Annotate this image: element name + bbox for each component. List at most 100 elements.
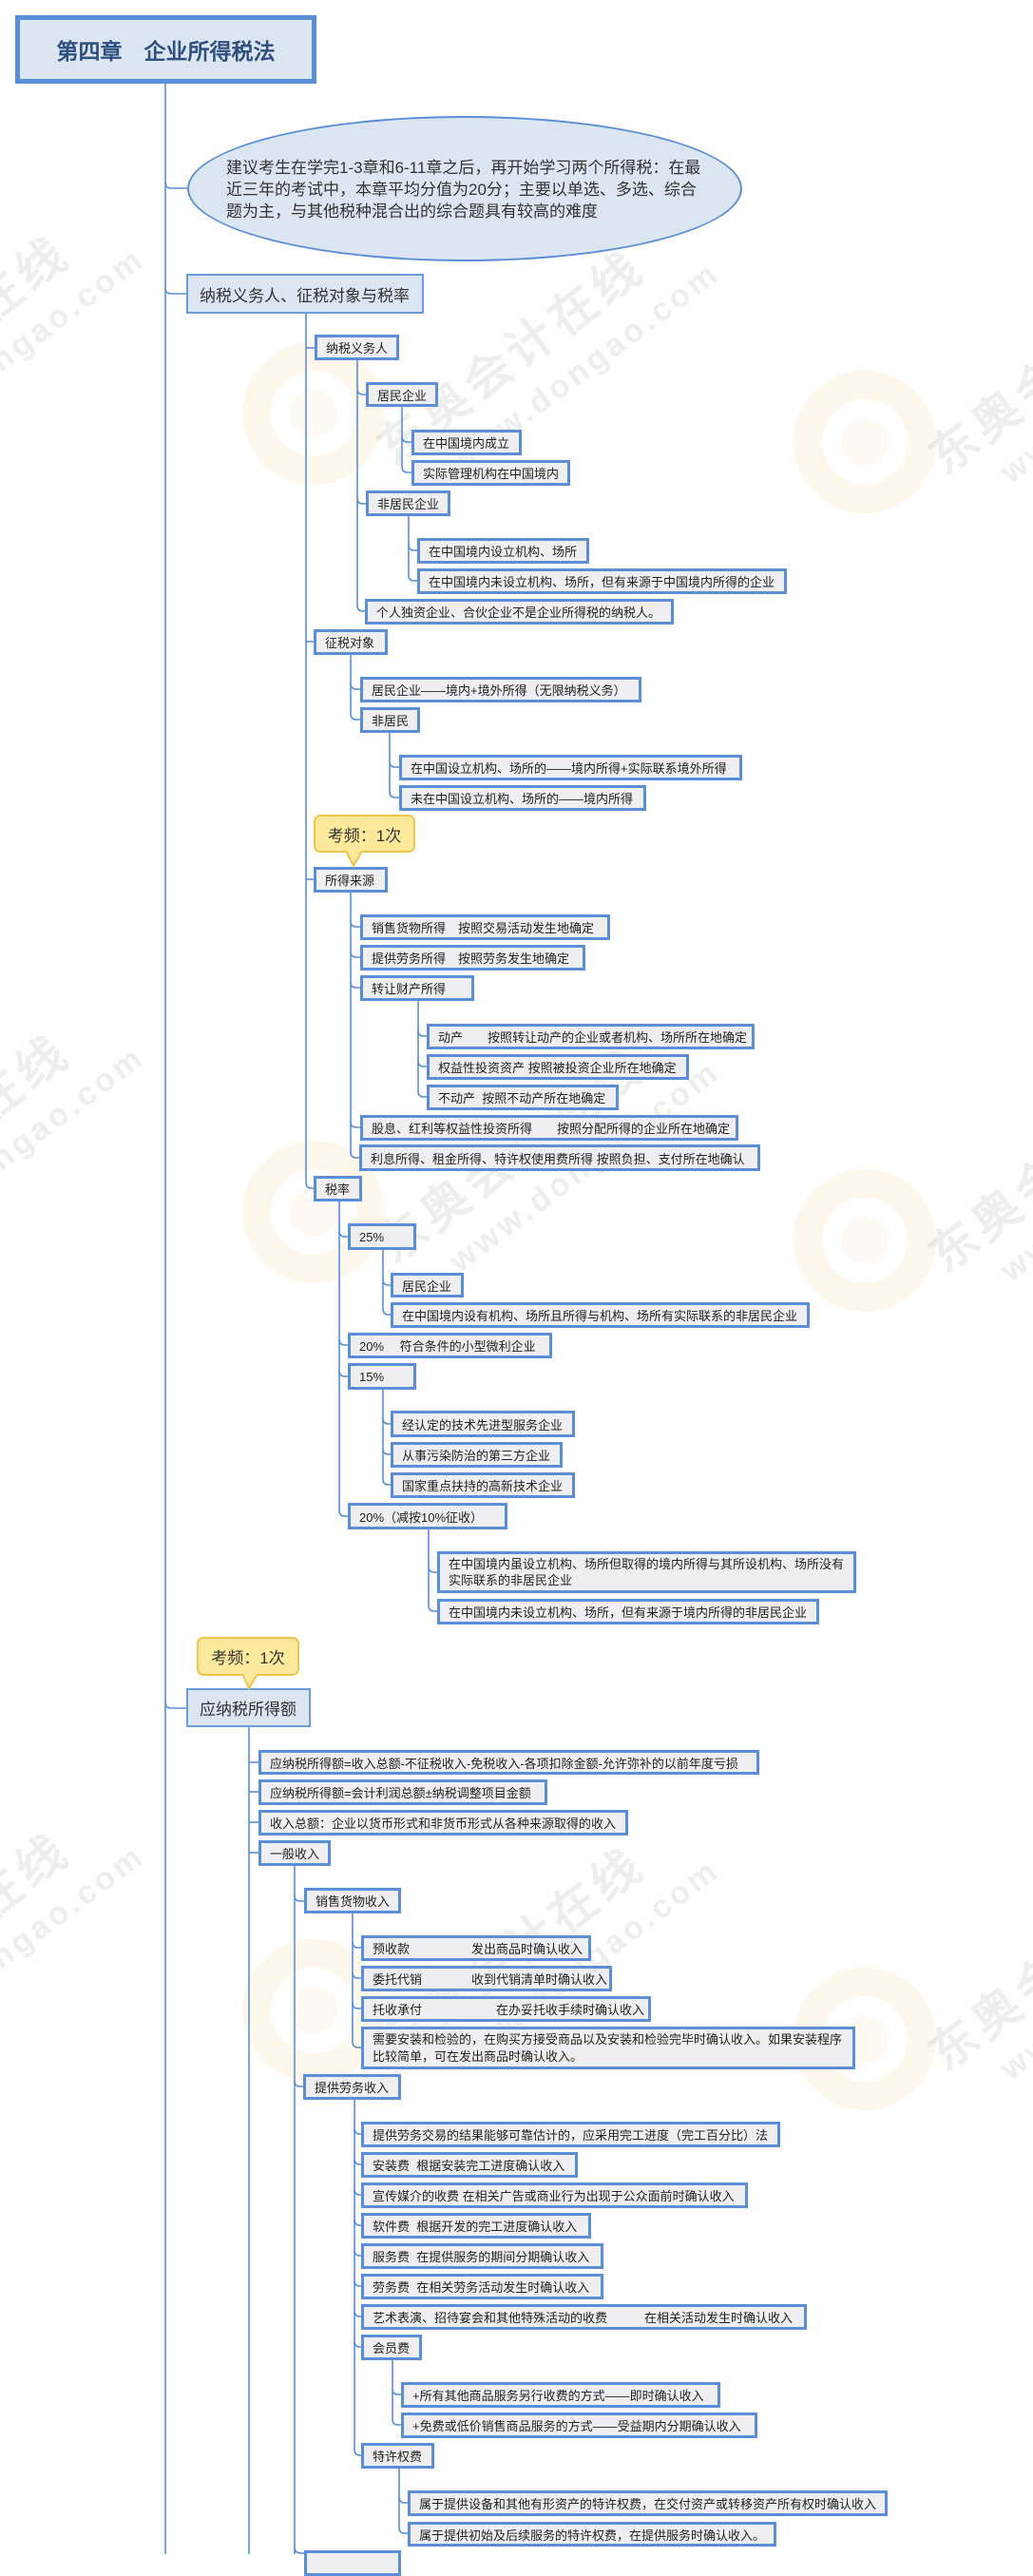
node-label: +免费或低价销售商品服务的方式——受益期内分期确认收入 <box>412 2419 741 2433</box>
node-non-resident-enterprise: 非居民企业 <box>366 490 450 516</box>
node-resident-enterprise: 居民企业 <box>366 382 438 407</box>
node-label: 股息、红利等权益性投资所得 按照分配所得的企业所在地确定 <box>372 1122 731 1136</box>
node-label: 纳税义务人、征税对象与税率 <box>200 286 410 305</box>
node-formula: 应纳税所得额=收入总额-不征税收入-免税收入-各项扣除金额-允许弥补的以前年度亏… <box>258 1750 759 1775</box>
node-label: 在中国境内虽设立机构、场所但取得的境内所得与其所设机构、场所没有实际联系的非居民… <box>449 1556 845 1588</box>
node-label: 销售货物所得 按照交易活动发生地确定 <box>372 921 595 935</box>
node-rate-20-reduced: 20%（减按10%征收） <box>348 1503 507 1529</box>
node-rate-15: 15% <box>348 1363 416 1390</box>
node-label: 纳税义务人 <box>326 341 389 356</box>
node-label: 应纳税所得额=收入总额-不征税收入-免税收入-各项扣除金额-允许弥补的以前年度亏… <box>270 1756 738 1771</box>
node-label: 不动产 按照不动产所在地确定 <box>438 1091 606 1105</box>
node-label: 预收款 发出商品时确认收入 <box>373 1942 583 1956</box>
node-label: 提供劳务收入 <box>315 2081 390 2095</box>
badge-label: 考频：1次 <box>327 826 402 845</box>
intro-note-text: 建议考生在学完1-3章和6-11章之后，再开始学习两个所得税：在最近三年的考试中… <box>226 159 701 221</box>
node-income-source: 所得来源 <box>314 867 388 893</box>
node-label: 个人独资企业、合伙企业不是企业所得税的纳税人。 <box>376 606 661 620</box>
node-label: 利息所得、租金所得、特许权使用费所得 按照负担、支付所在地确认 <box>371 1151 745 1166</box>
node-property-transfer-item: 权益性投资资产 按照被投资企业所在地确定 <box>427 1054 689 1080</box>
badge-label: 考频：1次 <box>211 1649 285 1667</box>
node-income-source-item: 股息、红利等权益性投资所得 按照分配所得的企业所在地确定 <box>360 1115 738 1141</box>
node-taxpayer-note: 个人独资企业、合伙企业不是企业所得税的纳税人。 <box>365 599 674 625</box>
node-label: 提供劳务交易的结果能够可靠估计的，应采用完工进度（完工百分比）法 <box>373 2128 769 2143</box>
chapter-title: 第四章 企业所得税法 <box>15 15 316 84</box>
node-tax-rate: 税率 <box>314 1176 362 1201</box>
node-label: +所有其他商品服务另行收费的方式——即时确认收入 <box>412 2389 704 2403</box>
node-label: 安装费 根据安装完工进度确认收入 <box>373 2159 565 2173</box>
node-formula: 应纳税所得额=会计利润总额±纳税调整项目金额 <box>258 1779 547 1805</box>
node-rate-25-item: 在中国境内设有机构、场所且所得与机构、场所有实际联系的非居民企业 <box>391 1302 810 1328</box>
node-label: 一般收入 <box>270 1847 320 1861</box>
node-total-income: 收入总额：企业以货币形式和非货币形式从各种来源取得的收入 <box>258 1810 628 1836</box>
node-tax-object-non-resident-item: 未在中国设立机构、场所的——境内所得 <box>399 785 646 811</box>
node-service-income-item: 宣传媒介的收费 在相关广告或商业行为出现于公众面前时确认收入 <box>361 2182 748 2208</box>
node-label: 居民企业 <box>402 1278 452 1294</box>
node-label: 未在中国设立机构、场所的——境内所得 <box>411 792 634 806</box>
node-franchise-fee-item: 属于提供设备和其他有形资产的特许权费，在交付资产或转移资产所有权时确认收入 <box>408 2490 888 2516</box>
node-label: 从事污染防治的第三方企业 <box>402 1449 551 1463</box>
node-label: 转让财产所得 <box>372 982 447 996</box>
chapter-title-text: 第四章 企业所得税法 <box>56 39 276 64</box>
section-taxpayers-objects-rates: 纳税义务人、征税对象与税率 <box>186 274 424 314</box>
node-label: 经认定的技术先进型服务企业 <box>402 1417 564 1432</box>
node-income-source-item: 利息所得、租金所得、特许权使用费所得 按照负担、支付所在地确认 <box>359 1144 760 1171</box>
node-label: 托收承付 在办妥托收手续时确认收入 <box>373 2003 645 2017</box>
node-label: 征税对象 <box>325 636 375 650</box>
node-rate-20-reduced-item: 在中国境内虽设立机构、场所但取得的境内所得与其所设机构、场所没有实际联系的非居民… <box>437 1551 856 1593</box>
node-label: 服务费 在提供服务的期间分期确认收入 <box>373 2250 590 2264</box>
node-sales-income-item: 委托代销 收到代销清单时确认收入 <box>361 1966 612 1991</box>
node-rate-20-reduced-item: 在中国境内未设立机构、场所，但有来源于境内所得的非居民企业 <box>437 1599 819 1624</box>
node-rate-25: 25% <box>348 1223 416 1250</box>
node-label: 实际管理机构在中国境内 <box>423 467 560 481</box>
node-membership-fee: 会员费 <box>361 2335 422 2360</box>
node-service-income-item: 艺术表演、招待宴会和其他特殊活动的收费 在相关活动发生时确认收入 <box>361 2304 807 2330</box>
node-label: 在中国境内设有机构、场所且所得与机构、场所有实际联系的非居民企业 <box>402 1309 798 1323</box>
node-label: 软件费 根据开发的完工进度确认收入 <box>373 2220 578 2234</box>
node-label: 特许权费 <box>373 2450 423 2464</box>
node-label: 需要安装和检验的，在购买方接受商品以及安装和检验完毕时确认收入。如果安装程序比较… <box>373 2032 843 2064</box>
node-service-income: 提供劳务收入 <box>303 2074 401 2100</box>
node-label: 动产 按照转让动产的企业或者机构、场所所在地确定 <box>438 1030 748 1045</box>
node-resident-item: 实际管理机构在中国境内 <box>411 460 570 486</box>
node-service-income-item: 服务费 在提供服务的期间分期确认收入 <box>361 2243 603 2269</box>
node-label: 收入总额：企业以货币形式和非货币形式从各种来源取得的收入 <box>270 1817 617 1831</box>
node-property-transfer-item: 不动产 按照不动产所在地确定 <box>427 1085 619 1110</box>
node-rate-20-small-profit: 20% 符合条件的小型微利企业 <box>348 1333 552 1358</box>
node-rate-15-item: 从事污染防治的第三方企业 <box>391 1442 563 1468</box>
node-label: 提供劳务所得 按照劳务发生地确定 <box>372 952 570 966</box>
node-non-resident-item: 在中国境内未设立机构、场所，但有来源于中国境内所得的企业 <box>417 568 787 594</box>
node-label: 20%（减按10%征收） <box>359 1509 484 1525</box>
node-income-source-item: 提供劳务所得 按照劳务发生地确定 <box>360 945 585 971</box>
node-label: 在中国境内未设立机构、场所，但有来源于中国境内所得的企业 <box>429 575 775 589</box>
node-tax-object-non-resident: 非居民 <box>360 707 420 733</box>
node-label: 应纳税所得额=会计利润总额±纳税调整项目金额 <box>270 1786 531 1800</box>
node-property-transfer: 转让财产所得 <box>360 975 474 1001</box>
node-label: 委托代销 收到代销清单时确认收入 <box>373 1972 608 1987</box>
exam-frequency-badge: 考频：1次 <box>314 815 415 853</box>
node-service-income-item: 软件费 根据开发的完工进度确认收入 <box>361 2213 591 2239</box>
node-cut-off <box>304 2550 401 2576</box>
node-franchise-fee-item: 属于提供初始及后续服务的特许权费，在提供服务时确认收入。 <box>408 2522 776 2547</box>
node-property-transfer-item: 动产 按照转让动产的企业或者机构、场所所在地确定 <box>427 1024 755 1049</box>
node-general-income: 一般收入 <box>258 1840 331 1866</box>
node-service-income-item: 劳务费 在相关劳务活动发生时确认收入 <box>361 2274 603 2299</box>
node-label: 20% 符合条件的小型微利企业 <box>359 1339 536 1354</box>
node-rate-15-item: 经认定的技术先进型服务企业 <box>391 1411 575 1437</box>
node-membership-fee-item: +所有其他商品服务另行收费的方式——即时确认收入 <box>401 2382 720 2408</box>
node-sales-income-item: 预收款 发出商品时确认收入 <box>361 1935 591 1961</box>
node-label: 属于提供初始及后续服务的特许权费，在提供服务时确认收入。 <box>419 2528 766 2543</box>
node-label: 会员费 <box>373 2341 411 2355</box>
node-label: 劳务费 在相关劳务活动发生时确认收入 <box>373 2280 590 2295</box>
node-label: 居民企业 <box>377 388 428 403</box>
node-label: 在中国设立机构、场所的——境内所得+实际联系境外所得 <box>411 761 727 776</box>
node-label: 在中国境内设立机构、场所 <box>429 545 578 559</box>
node-resident-item: 在中国境内成立 <box>411 430 522 455</box>
node-label: 非居民企业 <box>377 497 440 511</box>
node-label: 在中国境内成立 <box>423 436 510 451</box>
node-service-income-item: 提供劳务交易的结果能够可靠估计的，应采用完工进度（完工百分比）法 <box>361 2122 780 2147</box>
node-tax-object-resident: 居民企业——境内+境外所得（无限纳税义务） <box>360 677 641 702</box>
node-label: 所得来源 <box>325 874 375 888</box>
